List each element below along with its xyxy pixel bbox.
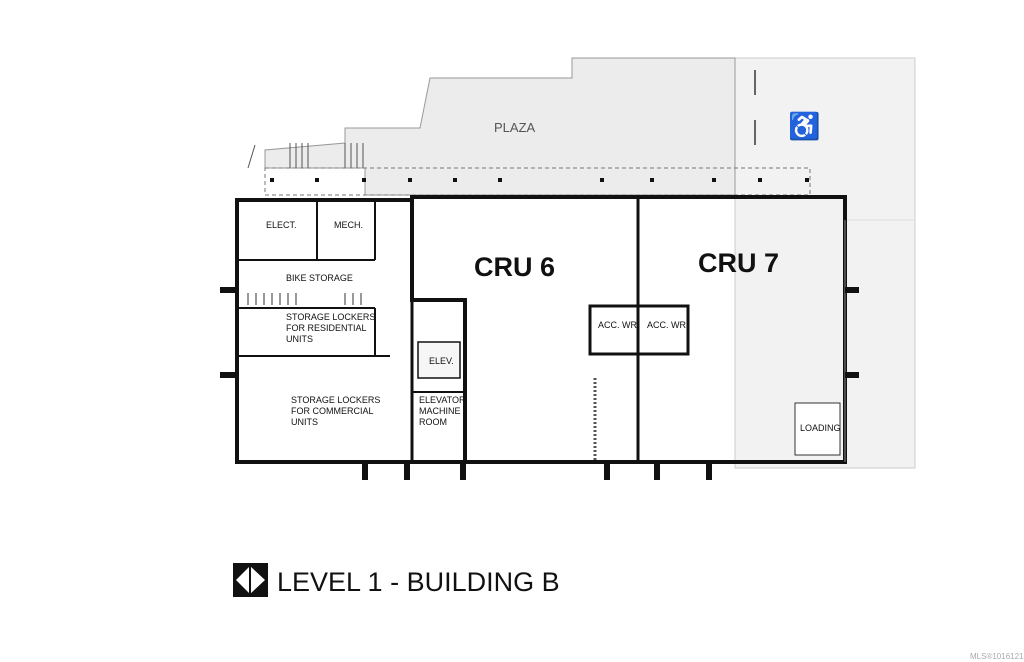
room-loading: LOADING [800, 423, 841, 433]
elevator-shaft [417, 341, 461, 379]
room-bike-storage: BIKE STORAGE [286, 273, 353, 283]
room-elect: ELECT. [266, 220, 297, 230]
room-elev: ELEV. [429, 356, 454, 366]
plaza-label: PLAZA [494, 120, 536, 135]
room-acc-wr-1: ACC. WR. [598, 320, 640, 330]
room-acc-wr-2: ACC. WR. [647, 320, 689, 330]
mls-watermark: MLS®1016121 [970, 652, 1024, 661]
accessible-parking-icon: ♿ [788, 111, 820, 141]
room-mech: MECH. [334, 220, 363, 230]
wall-piers [220, 287, 859, 480]
bike-racks [247, 293, 362, 305]
parking-area [734, 57, 916, 469]
unit-cru7: CRU 7 [698, 248, 779, 278]
stairs [247, 143, 364, 169]
columns [270, 178, 809, 182]
unit-cru6: CRU 6 [474, 252, 555, 282]
drawing-title: LEVEL 1 - BUILDING B [277, 567, 560, 597]
canopy-outline [264, 167, 811, 196]
loading-room [794, 402, 841, 456]
logo-icon [233, 563, 268, 597]
